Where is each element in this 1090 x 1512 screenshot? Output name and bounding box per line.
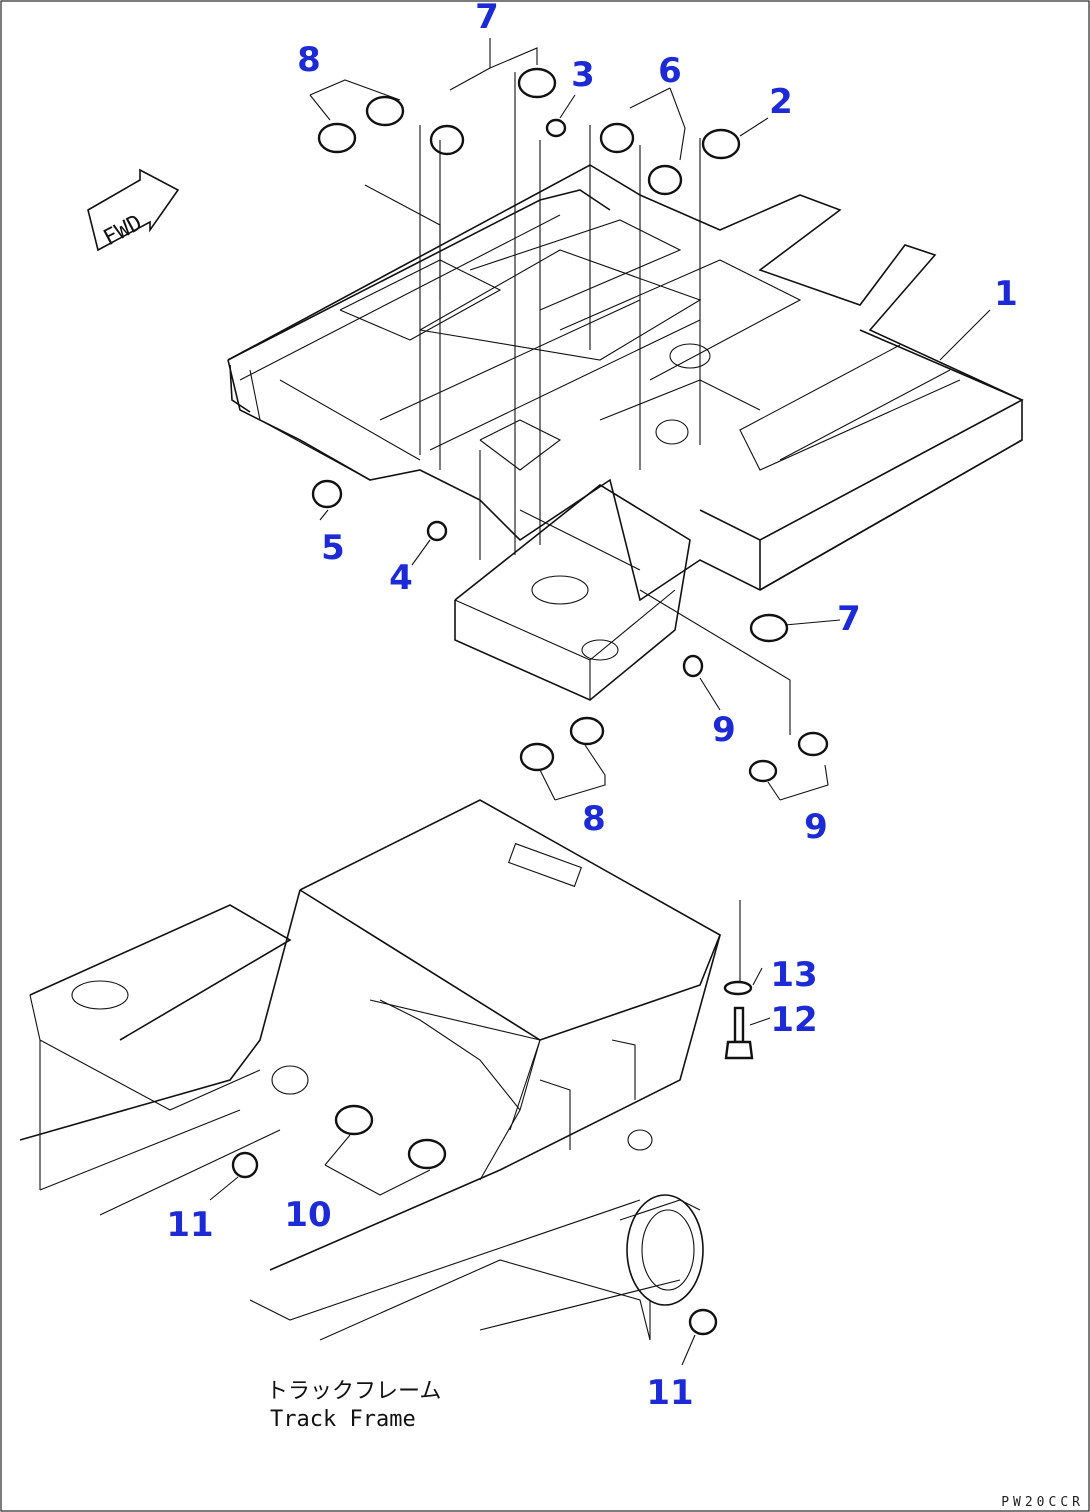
frame-hole	[655, 419, 689, 445]
frame-hole	[71, 980, 129, 1010]
callout-2: 2	[769, 82, 793, 122]
track-drum	[626, 1194, 704, 1306]
callout-11-left: 11	[166, 1205, 213, 1245]
revolving-frame-1	[227, 164, 1024, 602]
callout-9-low: 9	[804, 807, 828, 847]
callout-6: 6	[658, 51, 682, 91]
frame-hole	[627, 1129, 653, 1151]
bolt-12	[724, 1006, 754, 1060]
cover-7-top	[517, 67, 557, 99]
callout-10: 10	[284, 1195, 331, 1235]
cover-7-right	[749, 613, 789, 643]
cover-7-mid	[429, 124, 465, 156]
cover-2	[701, 128, 741, 160]
callout-1: 1	[994, 274, 1018, 314]
frame-slot	[507, 842, 583, 888]
callout-13: 13	[770, 955, 817, 995]
track-frame	[19, 799, 722, 1341]
callout-11-right: 11	[646, 1373, 693, 1413]
revolving-frame-lower-box	[454, 484, 691, 701]
callout-7-top: 7	[475, 0, 499, 37]
frame-hole	[581, 639, 619, 661]
cover-5	[311, 479, 343, 509]
callout-9-mid: 9	[712, 710, 736, 750]
cover-10-a	[334, 1104, 374, 1136]
cover-8-a	[365, 95, 405, 127]
cover-6-a	[599, 122, 635, 154]
callout-5: 5	[321, 528, 345, 568]
frame-hole	[271, 1065, 309, 1095]
callout-8-mid: 8	[582, 799, 606, 839]
plug-11-left	[231, 1151, 259, 1179]
plug-4	[426, 520, 448, 542]
leader-lines	[209, 38, 991, 1366]
callout-8-top: 8	[297, 40, 321, 80]
drawing-code: PW20CCR	[1001, 1495, 1084, 1510]
plug-11-right	[688, 1308, 718, 1336]
callout-7-right: 7	[837, 599, 861, 639]
cover-6-b	[647, 164, 683, 196]
callout-4: 4	[389, 558, 413, 598]
callout-12: 12	[770, 1000, 817, 1040]
plug-3	[545, 118, 567, 138]
caption-english: Track Frame	[270, 1407, 416, 1432]
washer-13	[723, 980, 753, 996]
callout-numbers: 1 2 3 4 5 6 7 7 8 8 9 9 10 11 11 12 13	[166, 0, 1018, 1413]
cover-10-b	[407, 1138, 447, 1170]
plug-9-c	[748, 759, 778, 783]
plug-9-a	[682, 654, 704, 678]
plug-9-b	[797, 731, 829, 757]
fwd-arrow-icon: FWD	[87, 168, 180, 252]
frame-hole	[531, 575, 589, 605]
caption-japanese: トラックフレーム	[266, 1379, 441, 1404]
cover-8-b	[317, 122, 357, 154]
frame-hole	[669, 343, 711, 369]
callout-3: 3	[571, 55, 595, 95]
cover-8-d	[519, 742, 555, 772]
cover-parts	[231, 67, 829, 1336]
cover-8-c	[569, 716, 605, 746]
